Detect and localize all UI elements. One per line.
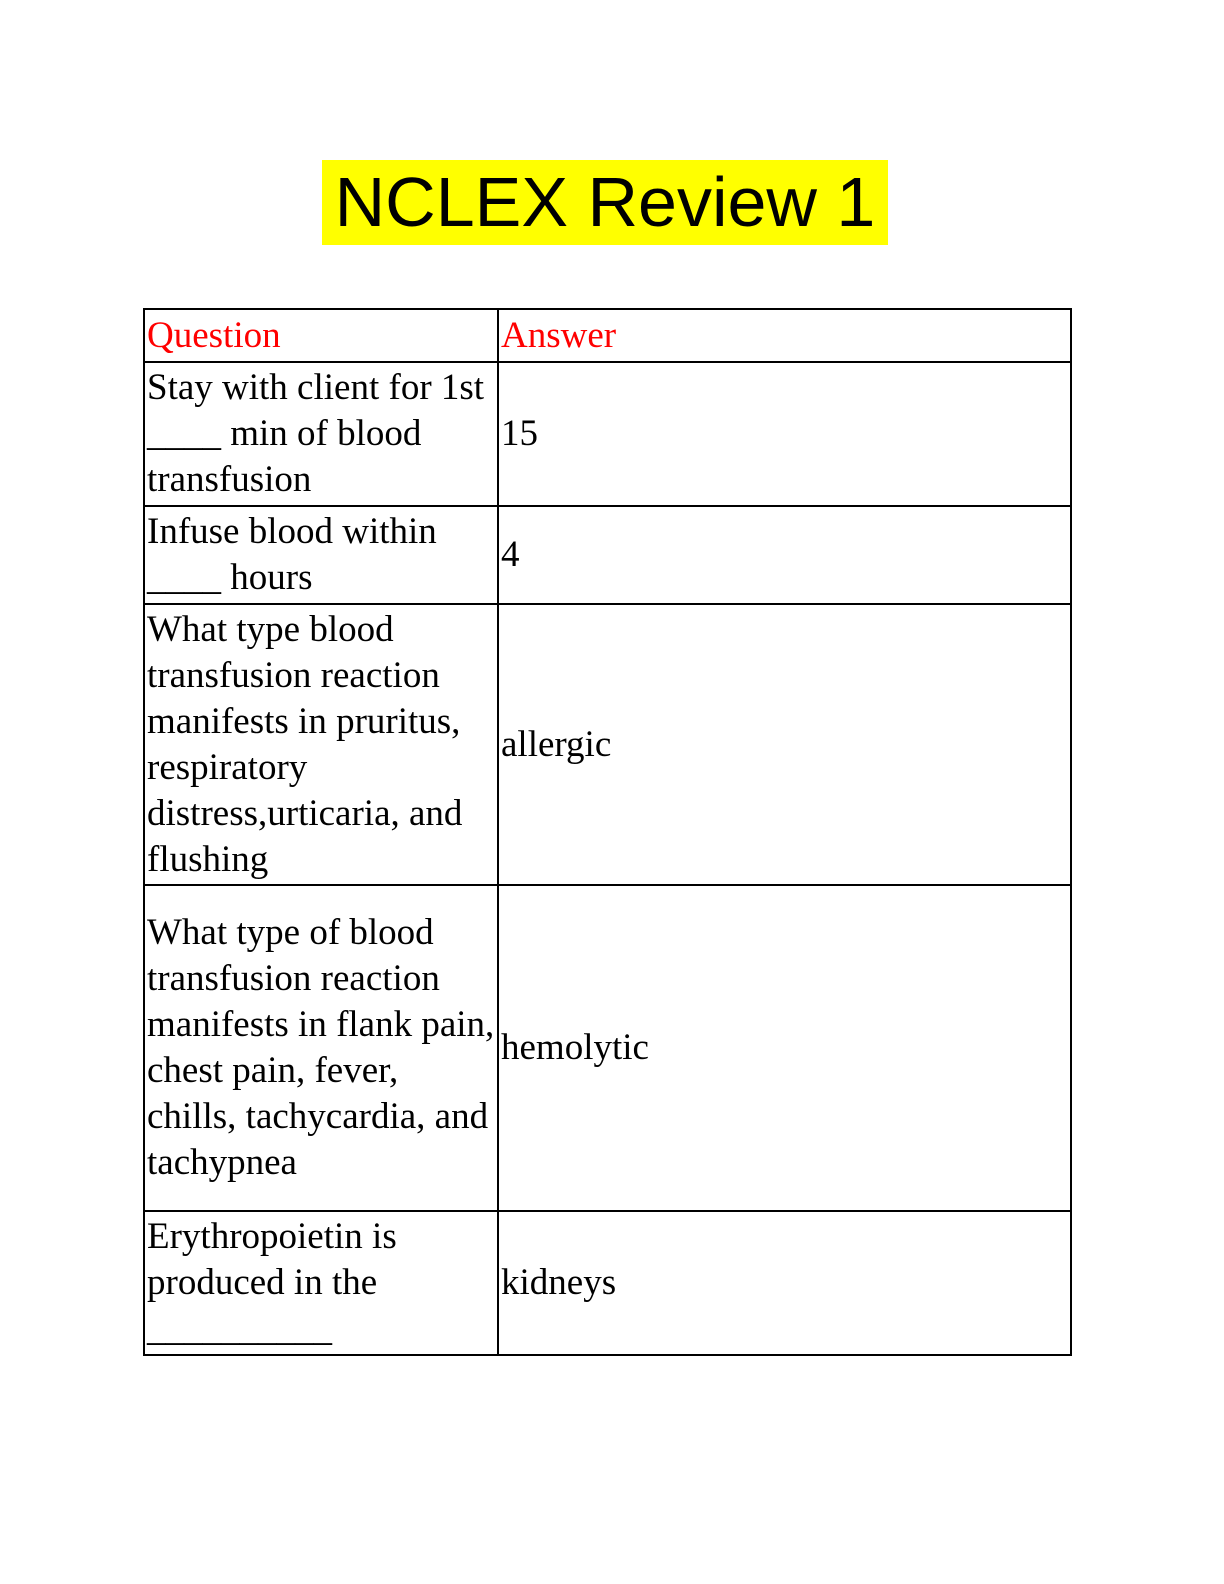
question-cell: Erythropoietin is produced in the ______… — [143, 1210, 499, 1356]
question-cell: What type blood transfusion reaction man… — [143, 603, 499, 886]
qa-table: Question Answer Stay with client for 1st… — [143, 308, 1072, 1356]
answer-cell: hemolytic — [497, 884, 1072, 1212]
page-title: NCLEX Review 1 — [322, 160, 888, 245]
table-row: What type of blood transfusion reaction … — [143, 884, 1072, 1212]
question-cell: Stay with client for 1st ____ min of blo… — [143, 361, 499, 507]
header-answer: Answer — [497, 308, 1072, 363]
table-row: What type blood transfusion reaction man… — [143, 603, 1072, 886]
question-cell: What type of blood transfusion reaction … — [143, 884, 499, 1212]
answer-cell: allergic — [497, 603, 1072, 886]
answer-cell: kidneys — [497, 1210, 1072, 1356]
header-question: Question — [143, 308, 499, 363]
answer-cell: 4 — [497, 505, 1072, 605]
table-header-row: Question Answer — [143, 308, 1072, 363]
question-cell: Infuse blood within ____ hours — [143, 505, 499, 605]
answer-cell: 15 — [497, 361, 1072, 507]
table-row: Infuse blood within ____ hours 4 — [143, 505, 1072, 605]
table-row: Stay with client for 1st ____ min of blo… — [143, 361, 1072, 507]
table-row: Erythropoietin is produced in the ______… — [143, 1210, 1072, 1356]
